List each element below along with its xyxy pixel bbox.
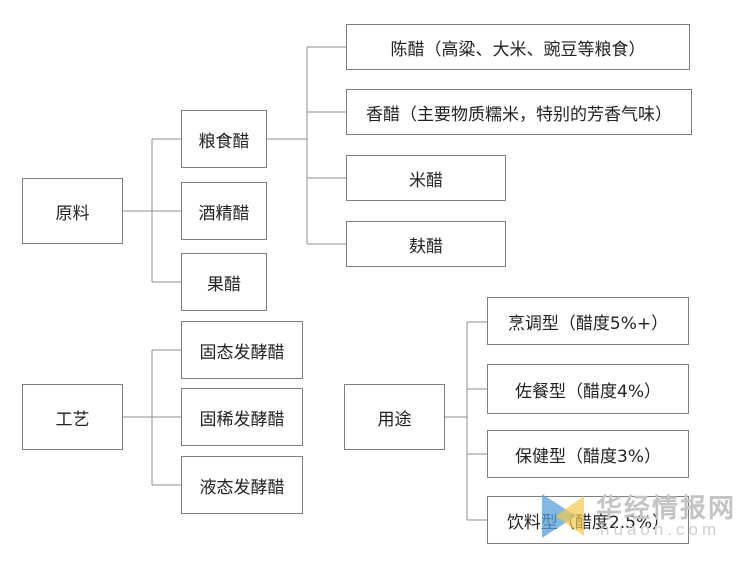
watermark-text-cn: 华经情报网 [596,494,737,524]
node-cooking-type: 烹调型（醋度5%+） [487,297,689,345]
node-rice-vinegar-label: 米醋 [409,170,443,191]
node-table-type: 佐餐型（醋度4%） [487,364,689,414]
node-process-label: 工艺 [55,409,90,430]
node-solid-fermentation-label: 固态发酵醋 [199,342,285,363]
node-health-type: 保健型（醋度3%） [487,430,689,478]
node-fruit-vinegar: 果醋 [181,253,267,311]
node-alcohol-vinegar-label: 酒精醋 [198,203,250,224]
node-bran-vinegar-label: 麸醋 [409,236,443,257]
node-table-type-label: 佐餐型（醋度4%） [515,381,661,402]
node-grain-vinegar-label: 粮食醋 [198,131,250,152]
node-health-type-label: 保健型（醋度3%） [515,446,661,467]
node-semi-solid-fermentation-label: 固稀发酵醋 [199,409,285,430]
node-fragrant-vinegar: 香醋（主要物质糯米，特别的芳香气味） [346,89,692,135]
node-semi-solid-fermentation: 固稀发酵醋 [181,388,303,446]
node-liquid-fermentation: 液态发酵醋 [181,456,303,514]
node-process: 工艺 [22,384,123,450]
watermark: 华经情报网 huaon.com [540,488,740,544]
watermark-logo-icon [542,494,584,538]
node-usage: 用途 [344,384,445,450]
node-usage-label: 用途 [377,409,412,430]
node-cooking-type-label: 烹调型（醋度5%+） [507,313,669,334]
node-fruit-vinegar-label: 果醋 [207,274,241,295]
node-aged-vinegar: 陈醋（高粱、大米、豌豆等粮食） [346,24,690,70]
watermark-text-en: huaon.com [600,520,721,539]
node-grain-vinegar: 粮食醋 [181,110,267,168]
node-aged-vinegar-label: 陈醋（高粱、大米、豌豆等粮食） [390,39,646,60]
node-raw-material: 原料 [22,178,123,244]
node-alcohol-vinegar: 酒精醋 [181,182,267,240]
node-liquid-fermentation-label: 液态发酵醋 [199,477,285,498]
node-bran-vinegar: 麸醋 [346,221,506,267]
node-rice-vinegar: 米醋 [346,155,506,201]
node-raw-material-label: 原料 [55,203,90,224]
node-fragrant-vinegar-label: 香醋（主要物质糯米，特别的芳香气味） [366,104,672,125]
node-solid-fermentation: 固态发酵醋 [181,321,303,379]
